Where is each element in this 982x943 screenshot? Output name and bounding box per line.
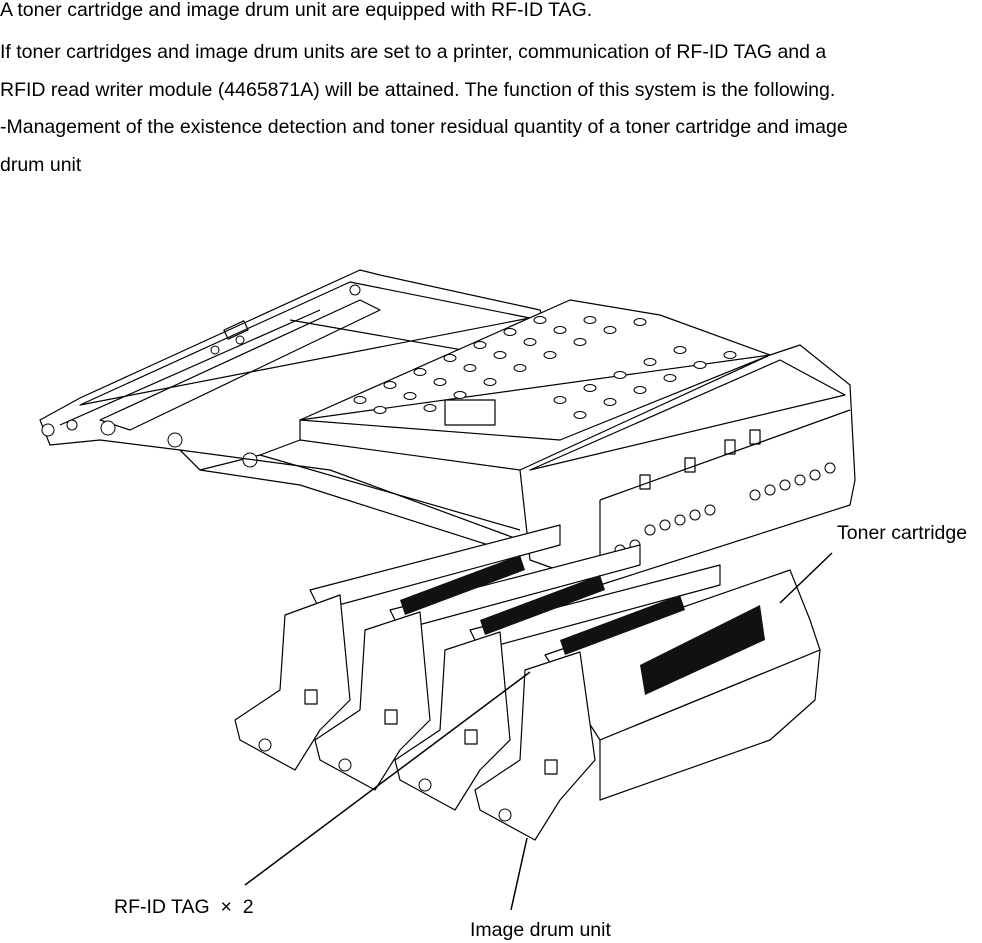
description-line-3: RFID read writer module (4465871A) will … <box>0 78 836 101</box>
image-drum-callout-line <box>510 837 528 911</box>
description-text: A toner cartridge and image drum unit ar… <box>0 0 960 184</box>
toner-cartridge-label: Toner cartridge <box>837 522 968 544</box>
description-line-5: drum unit <box>0 153 82 176</box>
upper-frame <box>39 269 546 556</box>
perforated-cover <box>299 299 771 471</box>
description-line-4: -Management of the existence detection a… <box>0 116 848 138</box>
description-line-2: If toner cartridges and image drum units… <box>0 41 827 63</box>
image-drum-units <box>234 594 596 841</box>
rfid-tag-callout-line <box>244 671 531 886</box>
rfid-tag-label: RF-ID TAG × 2 <box>114 896 254 918</box>
image-drum-unit-label: Image drum unit <box>470 919 611 941</box>
description-line-1: A toner cartridge and image drum unit ar… <box>0 0 593 21</box>
toner-cartridges <box>309 524 821 801</box>
toner-cartridge-callout-line <box>779 552 833 604</box>
